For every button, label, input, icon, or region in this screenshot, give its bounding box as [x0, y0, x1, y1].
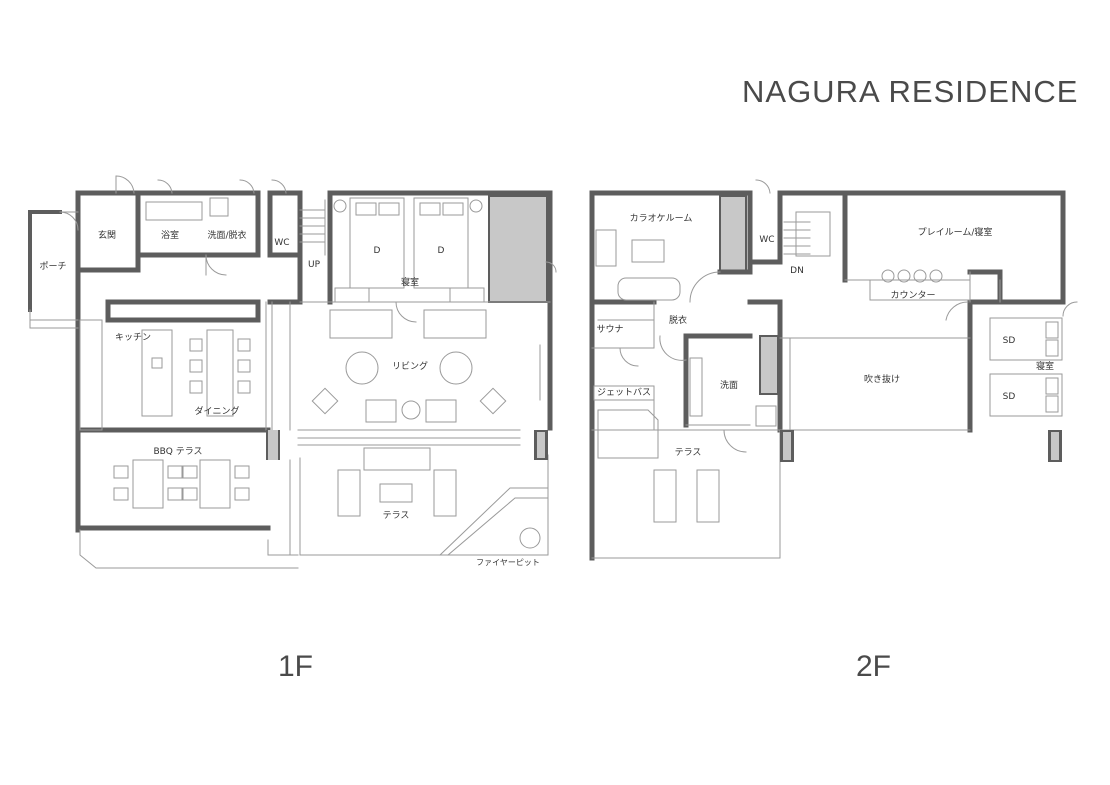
room-label-wash-2f: 洗面 [719, 381, 739, 391]
page-title: NAGURA RESIDENCE [742, 74, 1079, 109]
terrace-1f-furniture [337, 447, 549, 556]
floor-1f-plan [28, 175, 557, 569]
room-label-fire-pit: ファイヤーピット [476, 558, 540, 567]
kitchen-dining-furniture [141, 329, 251, 417]
room-label-kitchen: キッチン [114, 333, 152, 343]
room-label-terrace-1f: テラス [382, 511, 410, 521]
terrace-2f-loungers [653, 469, 720, 523]
stair-2f [783, 221, 811, 255]
room-label-bed-d2: D [437, 246, 445, 256]
room-label-karaoke: カラオケルーム [629, 214, 693, 224]
room-label-up: UP [307, 260, 321, 270]
floor-label-2f: 2F [856, 650, 892, 683]
room-label-porch: ポーチ [39, 262, 67, 272]
bedroom-beds [333, 197, 485, 303]
room-label-wc-2f: WC [759, 235, 775, 245]
karaoke-furniture [595, 229, 681, 301]
room-label-dn: DN [790, 266, 804, 276]
doors-2f [619, 179, 1078, 453]
room-label-counter: カウンター [890, 291, 936, 301]
room-label-jet-bath: ジェットバス [596, 388, 652, 398]
stair-1f [299, 199, 326, 256]
room-label-washroom: 洗面/脱衣 [207, 231, 247, 241]
room-label-playroom: プレイルーム/寝室 [917, 228, 993, 238]
room-label-bedroom-1f: 寝室 [400, 278, 420, 288]
living-furniture [311, 309, 541, 423]
pillars-2f [780, 430, 1062, 462]
bbq-furniture [113, 459, 250, 509]
room-label-sd2: SD [1002, 392, 1016, 402]
thin-lines-1f [79, 197, 551, 569]
room-label-living: リビング [391, 362, 429, 372]
room-label-bed-d1: D [373, 246, 381, 256]
porch-walls [28, 210, 62, 312]
room-label-wc-1f: WC [274, 238, 290, 248]
counter-stools [881, 269, 943, 283]
shaded-core-2f-b [759, 335, 779, 395]
room-label-bath: 浴室 [160, 231, 180, 241]
thin-lines-2f [591, 211, 1001, 559]
floor-2f-plan [589, 179, 1078, 561]
room-label-entrance: 玄関 [97, 231, 117, 241]
room-label-dining: ダイニング [194, 407, 240, 417]
room-label-sauna: サウナ [596, 325, 624, 335]
floor-label-1f: 1F [278, 650, 314, 683]
room-label-terrace-2f: テラス [674, 448, 702, 458]
room-label-void: 吹き抜け [863, 375, 901, 385]
room-label-dressing: 脱衣 [668, 316, 688, 326]
room-label-sd1: SD [1002, 336, 1016, 346]
walls-1f [75, 190, 553, 533]
doors-1f [59, 175, 557, 323]
room-label-bbq-terrace: BBQ テラス [153, 447, 203, 457]
room-label-bedroom-2f: 寝室 [1035, 362, 1055, 372]
shaded-core-2f-a [719, 195, 747, 273]
bedroom-2f-beds [989, 317, 1063, 417]
pillars-1f [266, 430, 548, 460]
walls-2f [589, 190, 1066, 561]
shaded-core-1f [488, 195, 548, 303]
